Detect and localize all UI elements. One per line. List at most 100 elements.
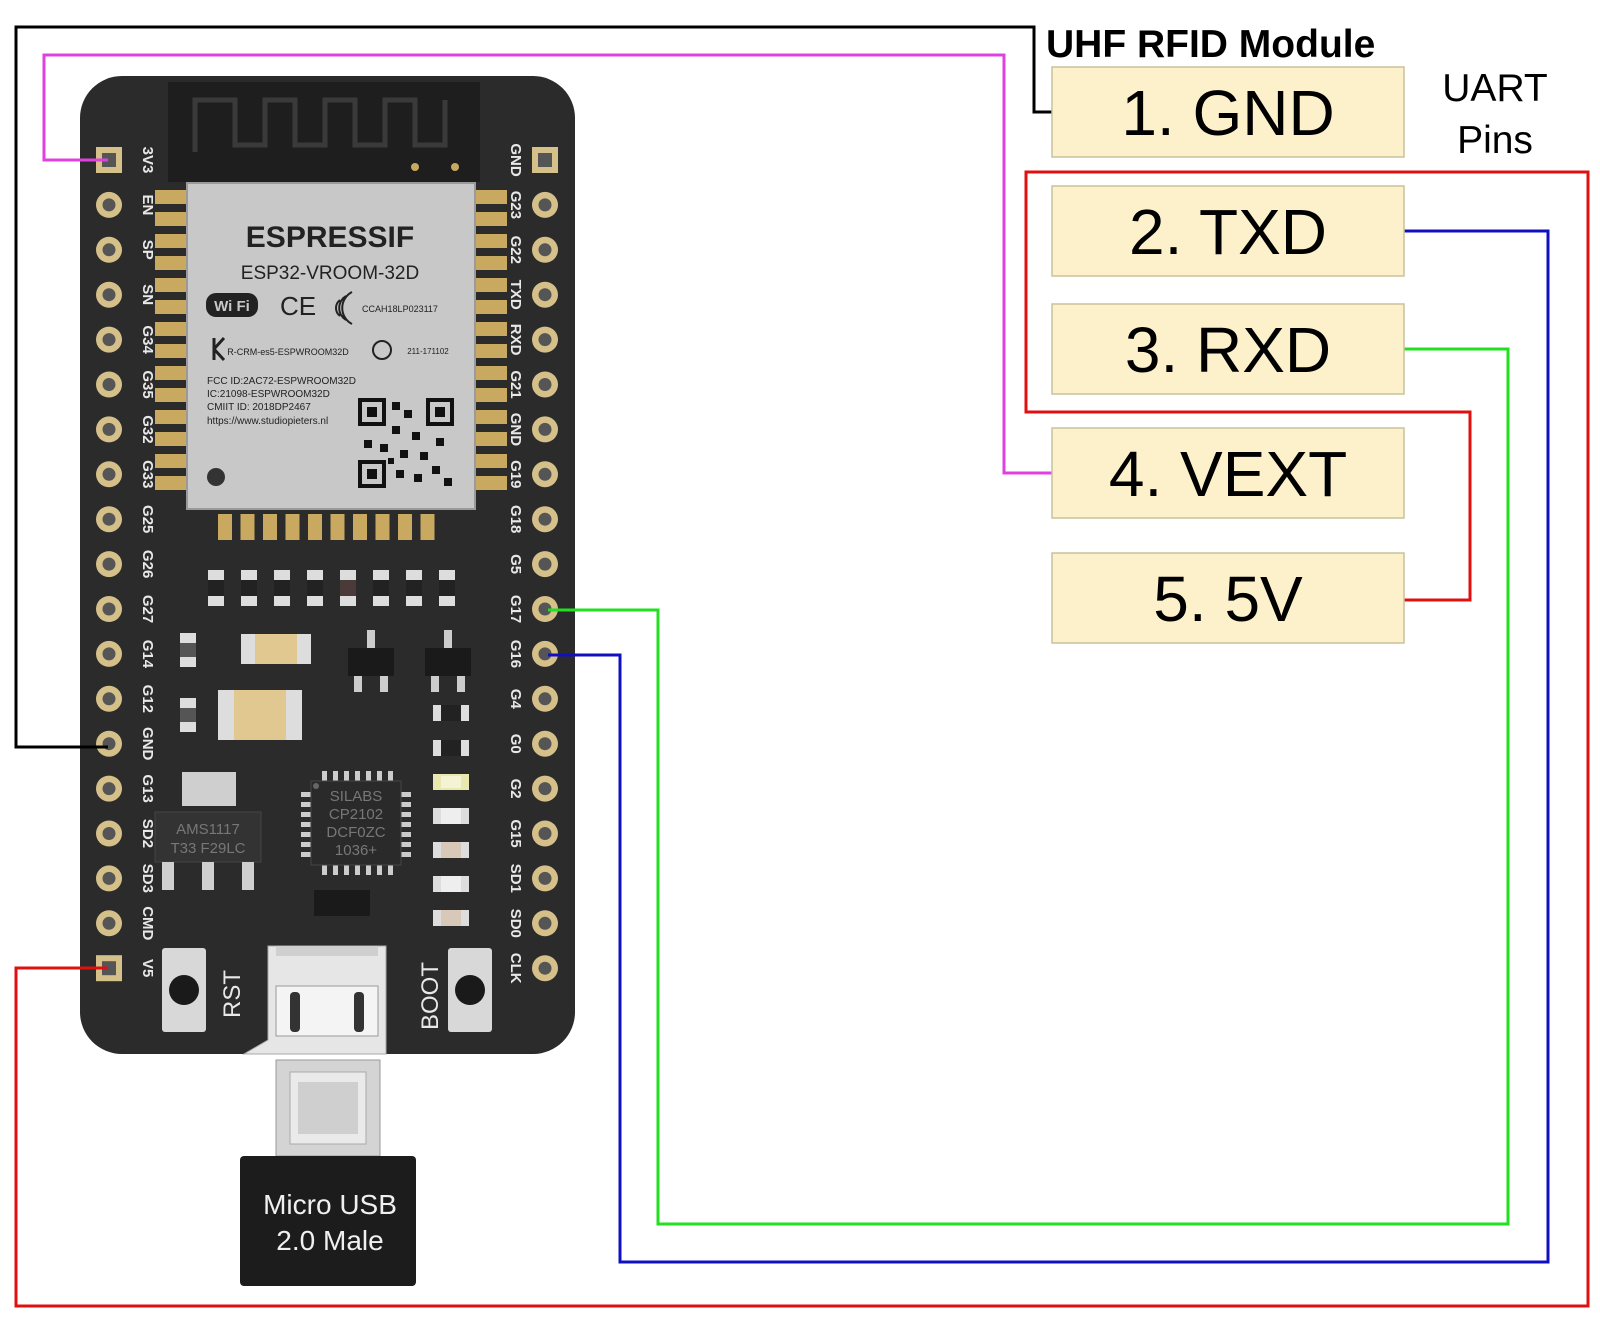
module-ic: IC:21098-ESPWROOM32D bbox=[207, 389, 330, 400]
pin-label: G18 bbox=[507, 505, 524, 533]
pin-label: SN bbox=[139, 284, 156, 305]
module-kc: R-CRM-es5-ESPWROOM32D bbox=[227, 347, 349, 357]
pin-gnd: GND bbox=[507, 413, 558, 447]
pin-g33: G33 bbox=[96, 460, 156, 488]
regulator-line2: T33 F29LC bbox=[170, 840, 245, 857]
pin-label: G0 bbox=[507, 734, 524, 754]
pin-label: G19 bbox=[507, 460, 524, 488]
pin-label: SP bbox=[139, 240, 156, 260]
pin-label: G5 bbox=[507, 554, 524, 574]
pin-label: SD1 bbox=[507, 864, 524, 893]
pin-g4: G4 bbox=[507, 685, 558, 712]
uart-note-line2: Pins bbox=[1457, 119, 1533, 162]
usb-chip-line3: DCF0ZC bbox=[326, 824, 385, 841]
pin-sd1: SD1 bbox=[507, 864, 558, 893]
pin-g5: G5 bbox=[507, 551, 558, 578]
pin-label: G16 bbox=[507, 640, 524, 668]
pin-g14: G14 bbox=[96, 640, 156, 669]
pin-g16: G16 bbox=[507, 640, 558, 668]
pin-label: SD0 bbox=[507, 909, 524, 938]
pin-g13: G13 bbox=[96, 774, 156, 803]
rst-label: RST bbox=[219, 970, 246, 1018]
module-cmiit: CMIIT ID: 2018DP2467 bbox=[207, 402, 311, 413]
pin-sp: SP bbox=[96, 236, 156, 263]
pin-g25: G25 bbox=[96, 505, 156, 533]
pin-g32: G32 bbox=[96, 415, 156, 444]
pin-label: G21 bbox=[507, 370, 524, 398]
pin-label: G2 bbox=[507, 779, 524, 799]
pin-label: RXD bbox=[507, 324, 524, 356]
pin-sd0: SD0 bbox=[507, 909, 558, 938]
pin-label: G12 bbox=[139, 685, 156, 713]
module-cert-id: CCAH18LP023117 bbox=[362, 304, 438, 314]
pin-gnd: GND bbox=[507, 143, 558, 177]
pin-sd3: SD3 bbox=[96, 864, 156, 893]
module-pin-label: 1. GND bbox=[1121, 77, 1334, 149]
pin-g34: G34 bbox=[96, 325, 156, 354]
wifi-logo-icon bbox=[206, 293, 258, 317]
module-brand: ESPRESSIF bbox=[246, 221, 414, 254]
wifi-logo-text: Wi Fi bbox=[214, 298, 250, 315]
pin-g19: G19 bbox=[507, 460, 558, 488]
usb-chip-line4: 1036+ bbox=[335, 842, 377, 859]
module-pin-rxd: 3. RXD bbox=[1051, 303, 1405, 395]
module-pin1-dot bbox=[207, 468, 225, 486]
wire-gnd bbox=[14, 25, 1052, 749]
kc-mark-icon bbox=[212, 336, 226, 362]
qr-code-icon bbox=[358, 398, 454, 488]
pin-g21: G21 bbox=[507, 370, 558, 399]
uart-note-line1: UART bbox=[1442, 67, 1547, 110]
pin-label: G22 bbox=[507, 236, 524, 264]
pin-label: 3V3 bbox=[139, 147, 156, 174]
wires bbox=[14, 25, 1590, 1308]
module-title: UHF RFID Module bbox=[1046, 23, 1375, 66]
pin-g18: G18 bbox=[507, 505, 558, 533]
rfid-module: UHF RFID Module UART Pins 1. GND 2. TXD … bbox=[1046, 23, 1548, 644]
module-pin-label: 4. VEXT bbox=[1109, 438, 1347, 510]
wire-rxd bbox=[548, 347, 1510, 1226]
pin-label: G25 bbox=[139, 505, 156, 533]
pin-g22: G22 bbox=[507, 236, 558, 264]
regulator-line1: AMS1117 bbox=[176, 821, 240, 838]
pin-label: G35 bbox=[139, 370, 156, 398]
pin-g2: G2 bbox=[507, 775, 558, 802]
pin-sn: SN bbox=[96, 281, 156, 308]
pin-cmd: CMD bbox=[96, 906, 156, 941]
pin-label: SD3 bbox=[139, 864, 156, 893]
pin-label: GND bbox=[507, 413, 524, 447]
wire-5v bbox=[14, 170, 1590, 1308]
voltage-regulator: AMS1117 T33 F29LC bbox=[154, 772, 262, 890]
module-pin-label: 2. TXD bbox=[1129, 196, 1327, 268]
usb-uart-chip: SILABS CP2102 DCF0ZC 1036+ bbox=[301, 771, 411, 875]
micro-usb-receptacle bbox=[242, 945, 387, 1055]
pin-label: G26 bbox=[139, 550, 156, 578]
module-url: https://www.studiopieters.nl bbox=[207, 416, 328, 427]
pin-txd: TXD bbox=[507, 280, 558, 310]
pin-label: G13 bbox=[139, 774, 156, 802]
usb-chip-line1: SILABS bbox=[330, 788, 383, 805]
pin-label: GND bbox=[507, 143, 524, 177]
usb-plug-line1: Micro USB bbox=[263, 1189, 397, 1220]
pin-label: V5 bbox=[139, 959, 156, 977]
module-pin-label: 3. RXD bbox=[1125, 314, 1331, 386]
rst-button[interactable] bbox=[162, 948, 206, 1032]
module-pin-5v: 5. 5V bbox=[1051, 552, 1405, 644]
wire-vext bbox=[42, 53, 1052, 475]
module-telec: 211-171102 bbox=[407, 347, 449, 356]
pin-label: EN bbox=[139, 194, 156, 215]
pin-label: G15 bbox=[507, 819, 524, 847]
pin-label: G33 bbox=[139, 460, 156, 488]
pin-g15: G15 bbox=[507, 819, 558, 848]
pin-label: G4 bbox=[507, 689, 524, 710]
pin-label: GND bbox=[139, 727, 156, 761]
smd-components bbox=[180, 570, 471, 926]
module-pin-label: 5. 5V bbox=[1153, 563, 1303, 635]
pin-g12: G12 bbox=[96, 685, 156, 713]
usb-chip-line2: CP2102 bbox=[329, 806, 383, 823]
module-pin-gnd: 1. GND bbox=[1051, 66, 1405, 158]
pin-label: G27 bbox=[139, 595, 156, 623]
boot-button[interactable] bbox=[448, 948, 492, 1032]
pin-label: CLK bbox=[507, 953, 524, 984]
telec-mark-icon bbox=[372, 340, 392, 360]
